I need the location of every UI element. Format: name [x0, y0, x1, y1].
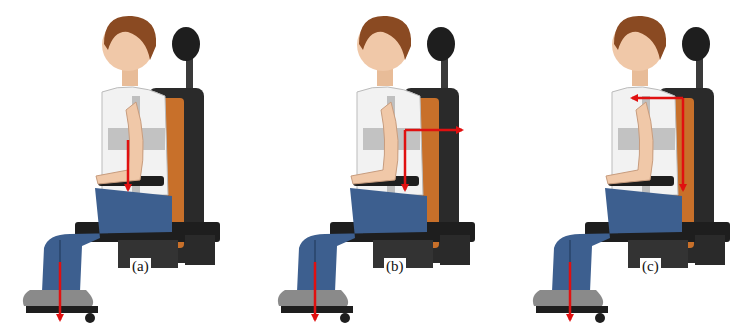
- panel-label: (c): [640, 258, 661, 275]
- panel-label: (a): [130, 258, 151, 275]
- panel-label: (b): [384, 258, 406, 275]
